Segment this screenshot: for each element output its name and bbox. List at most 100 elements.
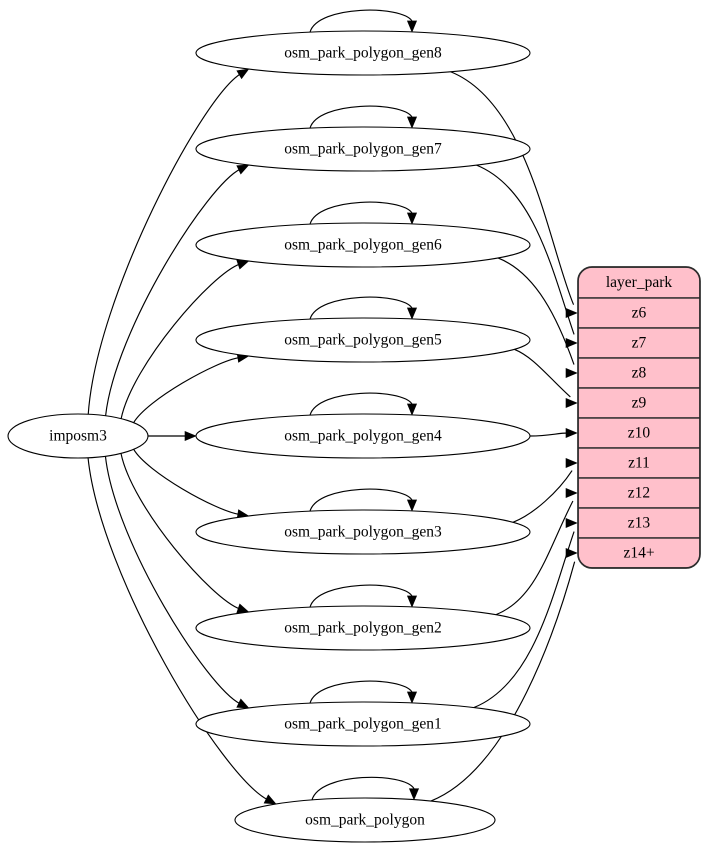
node-gen7-label: osm_park_polygon_gen7 (284, 141, 442, 158)
self-loop-arrow-gen8 (406, 20, 418, 33)
node-imposm3-label: imposm3 (49, 428, 107, 445)
edge-gen5-to-z9 (514, 348, 571, 398)
self-loop-arrow-gen5 (406, 307, 418, 320)
table-row-z14+[interactable] (578, 537, 700, 568)
edge-imposm3-to-base (87, 457, 269, 801)
self-loop-arrow-gen2 (406, 595, 418, 608)
edge-arrow-gen5-to-z9 (565, 397, 578, 409)
self-loop-gen1 (309, 680, 413, 704)
node-gen6[interactable]: osm_park_polygon_gen6 (195, 222, 531, 268)
node-gen5[interactable]: osm_park_polygon_gen5 (195, 317, 531, 363)
self-loop-gen8 (309, 9, 413, 33)
edge-base-to-z14+ (430, 561, 576, 802)
table-row-label-z12: z12 (628, 485, 650, 502)
table-row-label-z8: z8 (632, 365, 647, 382)
node-gen1[interactable]: osm_park_polygon_gen1 (195, 701, 531, 747)
node-gen3[interactable]: osm_park_polygon_gen3 (195, 509, 531, 555)
edge-imposm3-to-gen6 (120, 263, 241, 419)
node-gen1-label: osm_park_polygon_gen1 (284, 716, 442, 733)
self-loop-arrow-gen3 (406, 499, 418, 512)
node-gen4[interactable]: osm_park_polygon_gen4 (195, 413, 531, 459)
node-gen7-shape[interactable] (195, 126, 531, 172)
node-gen8[interactable]: osm_park_polygon_gen8 (195, 30, 531, 76)
edge-imposm3-to-gen1 (104, 456, 241, 705)
node-layer: imposm3 osm_park_polygon_gen8 osm_park_pol… (7, 30, 531, 843)
self-loop-arrow-gen7 (406, 116, 418, 129)
edge-arrow-gen2-to-z12 (565, 487, 578, 499)
self-loop-base (311, 776, 415, 801)
self-loop-arrow-gen6 (406, 212, 418, 225)
self-loop-gen4 (309, 392, 413, 416)
edge-arrow-base-to-z14+ (565, 547, 578, 559)
node-gen3-shape[interactable] (195, 509, 531, 555)
table-row-label-z7: z7 (632, 335, 647, 352)
table-row-z8[interactable] (578, 357, 700, 389)
node-gen8-label: osm_park_polygon_gen8 (284, 45, 442, 62)
edge-arrow-gen1-to-z13 (565, 517, 578, 529)
table-row-label-z6: z6 (632, 305, 647, 322)
edge-layer (87, 9, 578, 805)
table-row-z13[interactable] (578, 507, 700, 539)
node-base-label: osm_park_polygon (305, 812, 425, 829)
edge-gen7-to-z7 (476, 164, 575, 335)
edge-imposm3-to-gen8 (87, 73, 242, 415)
edge-arrow-imposm3-to-gen2 (236, 603, 250, 614)
edge-arrow-imposm3-to-gen8 (236, 68, 250, 80)
node-gen4-shape[interactable] (195, 413, 531, 459)
node-gen6-shape[interactable] (195, 222, 531, 268)
node-gen8-shape[interactable] (195, 30, 531, 76)
table-header-label: layer_park (606, 274, 673, 291)
edge-imposm3-to-gen3 (133, 449, 240, 516)
node-gen5-label: osm_park_polygon_gen5 (284, 332, 442, 349)
table-row-label-z13: z13 (628, 515, 651, 532)
node-imposm3-shape[interactable] (7, 413, 149, 459)
self-loop-gen2 (309, 584, 413, 608)
node-gen3-label: osm_park_polygon_gen3 (284, 524, 442, 541)
table-row-z11[interactable] (578, 447, 700, 479)
node-gen2[interactable]: osm_park_polygon_gen2 (195, 605, 531, 651)
edge-imposm3-to-gen7 (105, 168, 241, 416)
node-gen6-label: osm_park_polygon_gen6 (284, 237, 442, 254)
self-loop-arrow-base (408, 788, 420, 801)
edge-gen4-to-z10 (529, 432, 569, 437)
self-loop-arrow-gen4 (406, 403, 418, 416)
edge-gen2-to-z12 (495, 500, 574, 616)
self-loop-gen3 (309, 488, 413, 512)
edge-gen6-to-z8 (497, 257, 575, 365)
self-loop-gen6 (309, 201, 413, 225)
table-row-label-z11: z11 (628, 455, 650, 472)
node-gen2-shape[interactable] (195, 605, 531, 651)
edge-arrow-gen8-to-z6 (565, 307, 578, 319)
edge-arrow-imposm3-to-gen6 (236, 259, 250, 270)
node-imposm3[interactable]: imposm3 (7, 413, 149, 459)
edge-gen3-to-z11 (512, 470, 573, 523)
node-gen2-label: osm_park_polygon_gen2 (284, 620, 442, 637)
edge-arrow-imposm3-to-gen1 (236, 698, 250, 709)
edge-arrow-imposm3-to-gen4 (184, 430, 197, 442)
edge-arrow-imposm3-to-base (263, 794, 277, 805)
node-base[interactable]: osm_park_polygon (234, 797, 496, 843)
table-row-label-z9: z9 (632, 395, 647, 412)
edge-arrow-gen4-to-z10 (565, 427, 578, 439)
layer-table-outline (577, 266, 701, 569)
edge-imposm3-to-gen2 (120, 453, 241, 610)
table-row-z9[interactable] (578, 387, 700, 419)
self-loop-gen7 (309, 105, 413, 129)
node-gen7[interactable]: osm_park_polygon_gen7 (195, 126, 531, 172)
edge-arrow-imposm3-to-gen7 (236, 164, 250, 175)
node-gen1-shape[interactable] (195, 701, 531, 747)
edge-arrow-gen3-to-z11 (565, 457, 578, 469)
edge-imposm3-to-gen5 (133, 356, 240, 423)
node-gen4-label: osm_park_polygon_gen4 (284, 428, 442, 445)
node-gen5-shape[interactable] (195, 317, 531, 363)
self-loop-arrow-gen1 (406, 691, 418, 704)
edge-arrow-gen6-to-z8 (565, 367, 578, 379)
table-row-z6[interactable] (578, 297, 700, 329)
node-base-shape[interactable] (234, 797, 496, 843)
self-loop-gen5 (309, 296, 413, 320)
table-row-label-z14+: z14+ (623, 545, 654, 562)
